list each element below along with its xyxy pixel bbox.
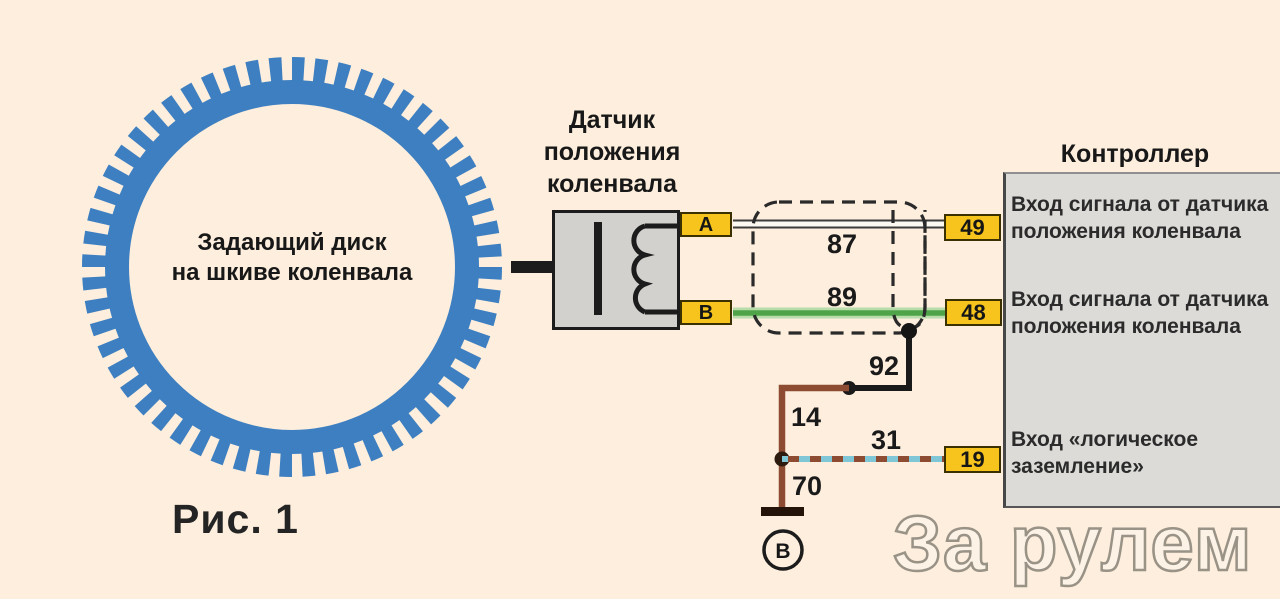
- controller-pin-48: 48: [945, 299, 1002, 326]
- ground-symbol: [761, 507, 804, 516]
- wire-14-label: 14: [790, 402, 822, 432]
- controller-input-label-49: Вход сигнала от датчика положения коленв…: [1011, 193, 1269, 243]
- sensor-title: Датчик положения коленвала: [543, 106, 681, 198]
- controller-input-label-48: Вход сигнала от датчика положения коленв…: [1011, 288, 1269, 338]
- sensor-terminal-a: А: [680, 212, 732, 237]
- trigger-disc-label: Задающий диск на шкиве коленвала: [171, 229, 413, 286]
- wire-31-label: 31: [870, 425, 902, 455]
- figure-caption: Рис. 1: [172, 496, 299, 542]
- sensor-stub: [511, 261, 555, 273]
- controller-pin-49: 49: [944, 214, 1001, 241]
- controller-box: [1003, 172, 1280, 508]
- sensor-terminal-b: В: [680, 300, 732, 325]
- junction-dot-14-31: [774, 451, 790, 467]
- controller-pin-19: 19: [944, 446, 1001, 473]
- ground-terminal-circle: В: [762, 529, 804, 571]
- controller-title: Контроллер: [1060, 140, 1210, 168]
- ground-terminal-label: В: [775, 540, 790, 563]
- watermark-logo: За рулем: [892, 498, 1253, 589]
- wire-89-label: 89: [826, 282, 858, 312]
- wire-87-label: 87: [826, 229, 858, 259]
- sensor-box: [552, 210, 680, 330]
- wire-87: [733, 219, 946, 229]
- wire-92-label: 92: [868, 351, 900, 381]
- shield-dashed-outline: [751, 200, 927, 335]
- junction-dot-92-14: [842, 381, 856, 395]
- wire-70-label: 70: [791, 471, 823, 501]
- controller-input-label-19: Вход «логическое заземление»: [1011, 428, 1199, 478]
- junction-dot-shield: [901, 323, 917, 339]
